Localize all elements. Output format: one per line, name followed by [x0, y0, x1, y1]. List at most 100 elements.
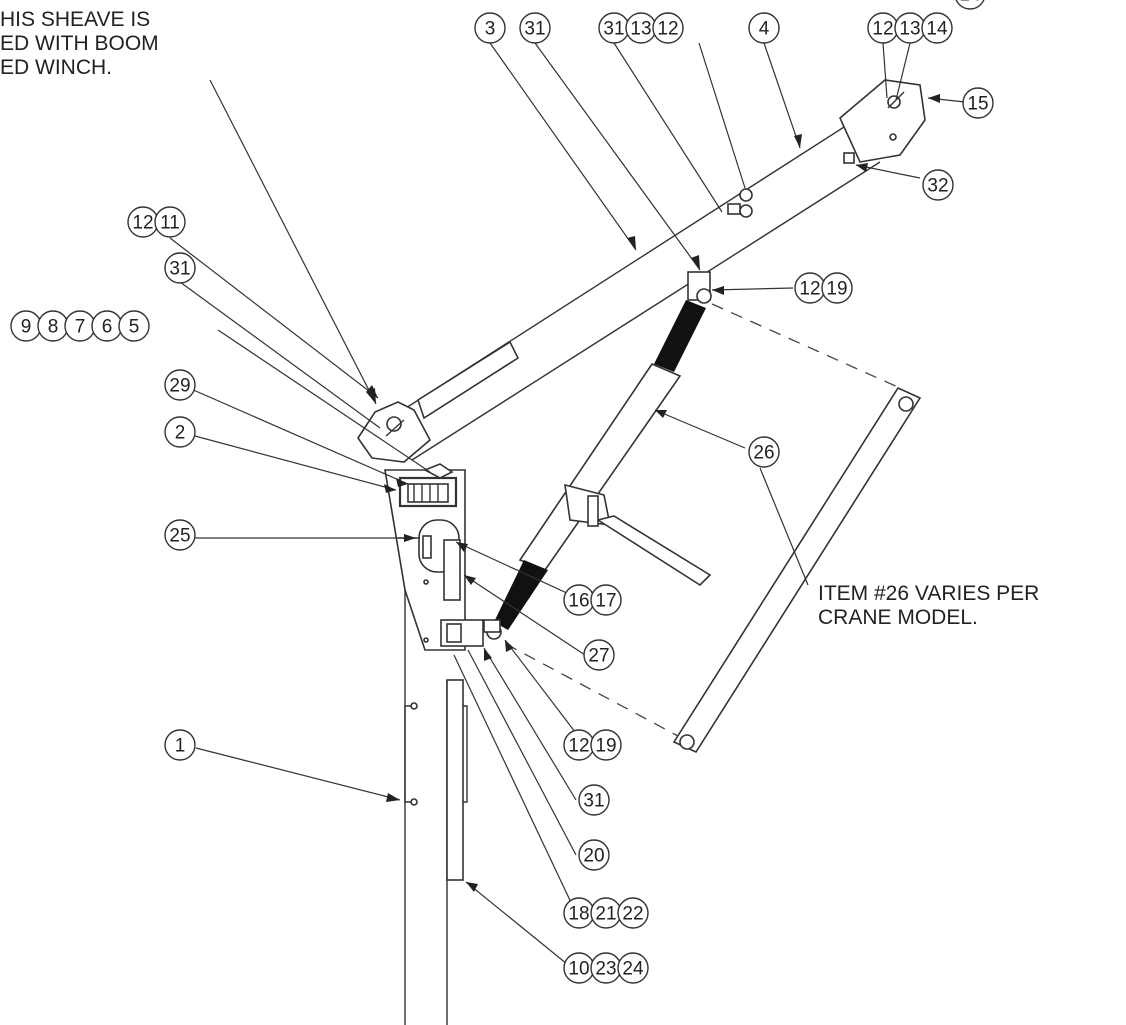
callout-number: 29	[169, 376, 190, 397]
sheave-note-line-2: ED WITH BOOM	[0, 32, 159, 55]
callout-number: 4	[759, 19, 770, 40]
callout-18-21-22: 18 21 22	[563, 897, 649, 929]
callout-number: 19	[595, 736, 616, 757]
callout-15: 15	[962, 87, 994, 119]
callout-12-11: 12 11	[127, 206, 186, 238]
callout-number: 13	[899, 19, 920, 40]
callout-number: 32	[927, 176, 948, 197]
callout-circle	[590, 584, 622, 616]
callout-circle	[578, 784, 610, 816]
cylinder	[483, 271, 712, 640]
callout-number: 16	[568, 591, 589, 612]
item26-note-line-2: CRANE MODEL.	[818, 606, 978, 629]
callout-31c: 31	[164, 252, 196, 284]
callout-number: 19	[826, 279, 847, 300]
callout-number: 14	[926, 19, 948, 40]
callout-circle	[578, 839, 610, 871]
callout-circle	[921, 12, 953, 44]
callout-number: 12	[132, 213, 153, 234]
callout-circle	[590, 729, 622, 761]
callout-circle	[652, 12, 684, 44]
callout-4: 4	[748, 12, 780, 44]
callout-number: 12	[568, 736, 589, 757]
callout-10-23-24: 10 23 24	[563, 952, 649, 984]
callout-number: 2	[175, 423, 186, 444]
callout-circle	[164, 729, 196, 761]
callout-29: 29	[164, 369, 196, 401]
callout-number: 6	[102, 317, 113, 338]
callout-14: 14	[955, 0, 985, 10]
callout-circle	[474, 12, 506, 44]
callout-number: 23	[595, 959, 616, 980]
callout-number: 20	[583, 846, 604, 867]
callout-circle	[748, 12, 780, 44]
callout-circle	[617, 897, 649, 929]
sheave-note-line-1: HIS SHEAVE IS	[0, 8, 151, 31]
callout-27: 27	[583, 639, 615, 671]
callout-circle	[922, 169, 954, 201]
callout-32: 32	[922, 169, 954, 201]
callout-31a: 31	[519, 12, 551, 44]
callout-number: 17	[595, 591, 616, 612]
callout-20: 20	[578, 839, 610, 871]
callout-number: 7	[75, 317, 86, 338]
callout-number: 24	[622, 959, 644, 980]
callout-circle	[164, 369, 196, 401]
callout-number: 25	[169, 526, 190, 547]
callout-circle	[164, 416, 196, 448]
callout-number: 26	[753, 443, 774, 464]
boom	[357, 79, 926, 463]
callout-circle	[962, 87, 994, 119]
callout-number: 12	[657, 19, 678, 40]
callout-number: 22	[622, 904, 643, 925]
callout-13-12: 13 12	[625, 12, 684, 44]
callout-circle	[955, 0, 985, 10]
callout-number: 13	[630, 19, 651, 40]
callout-number: 10	[568, 959, 589, 980]
callout-number: 8	[48, 317, 59, 338]
callout-number: 5	[129, 317, 140, 338]
callout-26: 26	[748, 436, 780, 468]
callout-circle	[583, 639, 615, 671]
callout-bubbles: 1433131131241213141532121131121998765292…	[10, 0, 994, 984]
callout-12-19a: 12 19	[794, 272, 853, 304]
callout-circle	[748, 436, 780, 468]
callout-number: 15	[967, 94, 988, 115]
callout-number: 31	[524, 19, 545, 40]
callout-number: 18	[568, 904, 589, 925]
sheave-note-line-3: ED WINCH.	[0, 56, 112, 79]
item26-note: ITEM #26 VARIES PER CRANE MODEL.	[818, 582, 1039, 630]
item26-note-line-1: ITEM #26 VARIES PER	[818, 582, 1040, 605]
pivot-bracket	[398, 519, 484, 647]
callout-number: 12	[872, 19, 893, 40]
callout-1: 1	[164, 729, 196, 761]
callout-25: 25	[164, 519, 196, 551]
callout-circle	[617, 952, 649, 984]
callout-12-19b: 12 19	[563, 729, 622, 761]
callout-2: 2	[164, 416, 196, 448]
callout-circle	[519, 12, 551, 44]
winch	[398, 463, 458, 508]
callout-12-13-14: 12 13 14	[867, 12, 953, 44]
callout-number: 31	[583, 791, 604, 812]
callout-31d: 31	[578, 784, 610, 816]
callout-circle	[118, 310, 150, 342]
callout-number: 11	[160, 213, 180, 234]
callout-number: 31	[169, 259, 190, 280]
callout-31b: 31	[598, 12, 630, 44]
callout-number: 1	[175, 736, 186, 757]
callout-number: 27	[588, 646, 609, 667]
callout-number: 9	[21, 317, 32, 338]
sheave-note: HIS SHEAVE IS ED WITH BOOM ED WINCH.	[0, 8, 159, 80]
callout-3: 3	[474, 12, 506, 44]
leader-lines	[169, 42, 966, 969]
callout-circle	[154, 206, 186, 238]
link-arm	[505, 303, 922, 754]
leader-arrowheads	[366, 94, 940, 892]
callout-number: 12	[799, 279, 820, 300]
callout-number: 21	[595, 904, 616, 925]
callout-number: 3	[485, 19, 496, 40]
